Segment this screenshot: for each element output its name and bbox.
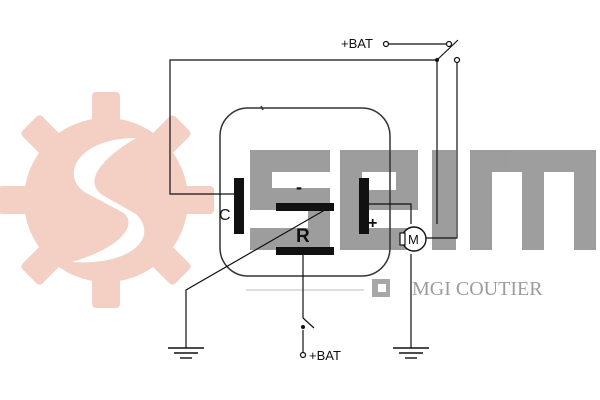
wiper-motor: M bbox=[399, 226, 427, 252]
terminal-minus-label: - bbox=[296, 177, 302, 197]
top-bat-terminal bbox=[382, 40, 390, 48]
ground-right bbox=[393, 347, 429, 359]
bottom-switch-blade bbox=[302, 317, 315, 329]
wire-minus-to-ground bbox=[185, 206, 331, 348]
bottom-bat-terminal bbox=[299, 351, 307, 359]
seim-gear-logo bbox=[0, 92, 214, 308]
bottom-switch-contact bbox=[301, 325, 305, 329]
wire-c-to-top-switch bbox=[169, 59, 437, 195]
wire-outer-to-motor bbox=[426, 60, 458, 239]
junction-dot bbox=[435, 58, 439, 62]
bottom-bat-label: +BAT bbox=[309, 348, 341, 363]
mgi-coutier-tagline: MGI COUTIER bbox=[412, 278, 543, 300]
wire-plus-to-motor bbox=[369, 203, 412, 224]
contact-c-plate bbox=[234, 178, 244, 234]
ground-left bbox=[168, 347, 204, 359]
contact-minus-plate bbox=[276, 203, 334, 211]
terminal-c-label: C bbox=[219, 207, 231, 224]
contact-r-plate bbox=[276, 247, 334, 255]
top-switch-terminal bbox=[445, 40, 453, 48]
top-switch-blade bbox=[436, 39, 459, 61]
top-bat-label: +BAT bbox=[341, 36, 373, 51]
wiring bbox=[169, 39, 459, 352]
switch-housing bbox=[219, 107, 391, 277]
contact-plus-plate bbox=[359, 178, 369, 234]
housing-mark bbox=[260, 105, 264, 111]
terminal-plus-label: + bbox=[368, 215, 377, 232]
top-switch-terminal-2 bbox=[453, 56, 461, 64]
motor-label: M bbox=[408, 232, 419, 247]
mgi-coutier-logo bbox=[372, 279, 390, 297]
terminal-r-label: R bbox=[296, 226, 310, 247]
